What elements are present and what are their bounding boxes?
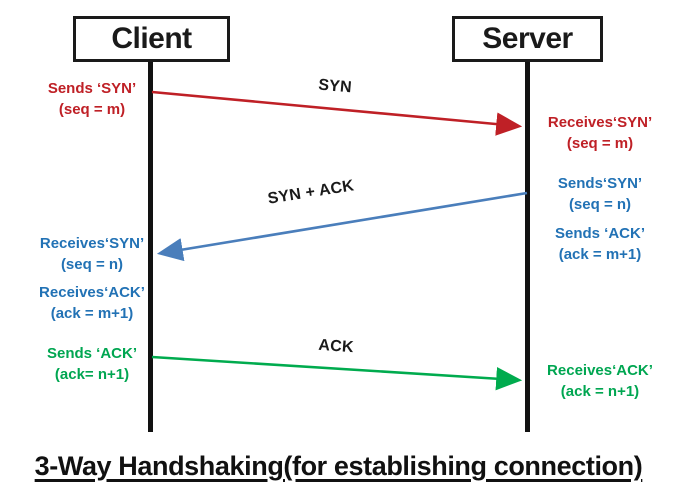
client-label: Client [111, 22, 192, 55]
annotation-line: (ack = m+1) [50, 305, 134, 322]
server-sends-ack-annotation: Sends ‘ACK’ (ack = m+1) [525, 223, 675, 265]
annotation-line: (ack = n+1) [560, 383, 640, 400]
ack-arrow [151, 355, 523, 391]
server-box: Server [452, 16, 603, 62]
annotation-line: (seq = n) [568, 196, 632, 213]
annotation-line: Sends‘SYN’ [557, 175, 643, 192]
annotation-line: Sends ‘ACK’ [554, 225, 645, 242]
annotation-line: Receives‘ACK’ [547, 362, 653, 379]
annotation-line: Sends ‘SYN’ [47, 80, 137, 97]
server-lifeline [525, 62, 530, 432]
annotation-line: (seq = m) [566, 135, 634, 152]
client-lifeline [148, 62, 153, 432]
client-receives-ack-annotation: Receives‘ACK’ (ack = m+1) [17, 282, 167, 324]
client-sends-syn-annotation: Sends ‘SYN’ (seq = m) [17, 78, 167, 120]
server-sends-syn-annotation: Sends‘SYN’ (seq = n) [525, 173, 675, 215]
syn-arrow [151, 90, 523, 136]
client-box: Client [73, 16, 230, 62]
annotation-line: (seq = m) [58, 101, 126, 118]
annotation-line: Receives‘SYN’ [39, 235, 145, 252]
client-receives-syn-annotation: Receives‘SYN’ (seq = n) [17, 233, 167, 275]
annotation-line: (ack= n+1) [54, 366, 130, 383]
server-receives-ack-annotation: Receives‘ACK’ (ack = n+1) [525, 360, 675, 402]
client-sends-ack-annotation: Sends ‘ACK’ (ack= n+1) [17, 343, 167, 385]
syn-ack-arrow [156, 191, 528, 262]
annotation-line: (seq = n) [60, 256, 124, 273]
annotation-line: Receives‘ACK’ [39, 284, 145, 301]
server-receives-syn-annotation: Receives‘SYN’ (seq = m) [525, 112, 675, 154]
annotation-line: Receives‘SYN’ [547, 114, 653, 131]
diagram-title: 3-Way Handshaking(for establishing conne… [34, 451, 643, 481]
annotation-line: (ack = m+1) [558, 246, 642, 263]
annotation-line: Sends ‘ACK’ [46, 345, 137, 362]
server-label: Server [482, 22, 573, 55]
